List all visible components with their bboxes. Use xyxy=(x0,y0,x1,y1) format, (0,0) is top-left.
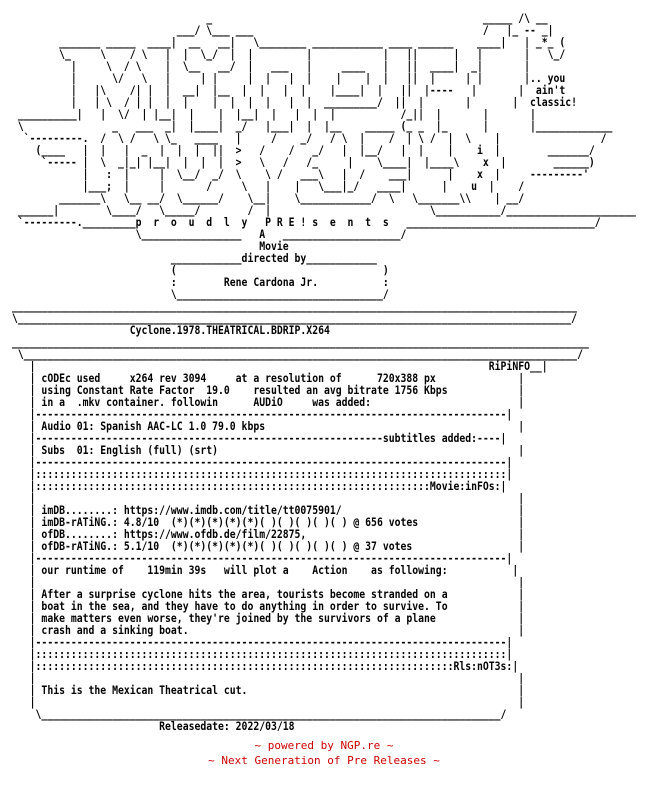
footer: ~ powered by NGP.re ~ ~ Next Generation … xyxy=(0,738,648,768)
footer-powered-by: ~ powered by NGP.re ~ xyxy=(254,739,394,752)
footer-tagline: ~ Next Generation of Pre Releases ~ xyxy=(208,754,440,767)
nfo-text: _ _____ /\ __ ___/ \___ ___ / |_ -- _| _… xyxy=(12,11,636,733)
